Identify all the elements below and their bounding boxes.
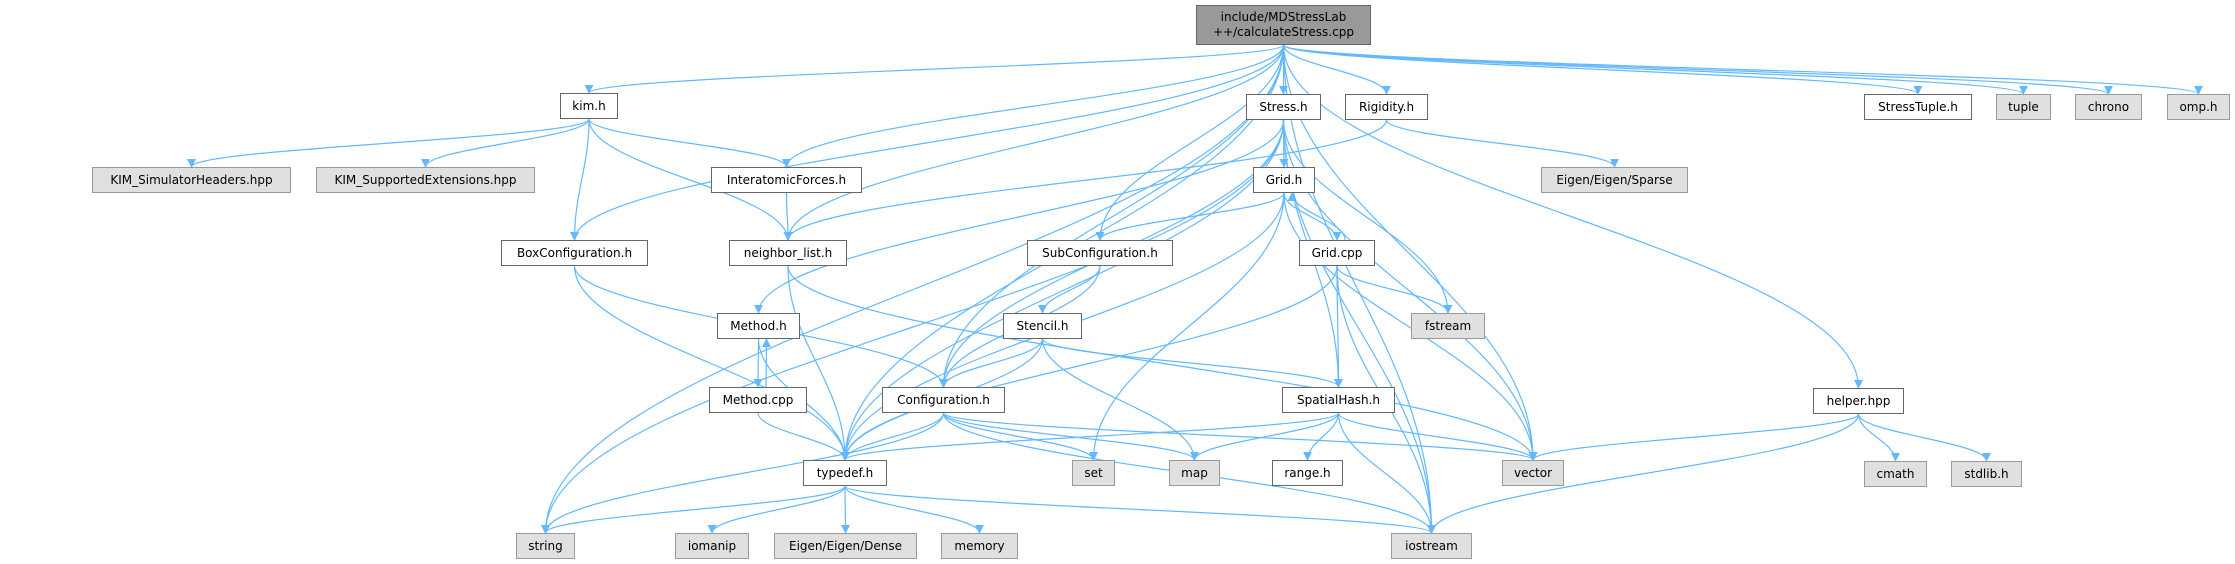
edge-main-to-omp bbox=[1282, 44, 2203, 95]
node-memory: memory bbox=[941, 533, 1018, 559]
node-iostream: iostream bbox=[1391, 533, 1472, 559]
node-chrono: chrono bbox=[2075, 94, 2142, 120]
edge-gridh-to-set bbox=[1089, 192, 1285, 461]
node-stress[interactable]: Stress.h bbox=[1246, 94, 1321, 120]
edge-gridh-to-vector bbox=[1283, 192, 1538, 461]
edge-gridcpp-to-fstream bbox=[1336, 265, 1453, 314]
node-spatialhash[interactable]: SpatialHash.h bbox=[1282, 387, 1395, 413]
node-interatomic[interactable]: InteratomicForces.h bbox=[711, 167, 862, 193]
node-main[interactable]: include/MDStressLab ++/calculateStress.c… bbox=[1196, 5, 1371, 45]
node-subconf[interactable]: SubConfiguration.h bbox=[1027, 240, 1173, 266]
edge-kim-to-boxconf bbox=[570, 118, 590, 241]
edge-neighbor-to-vector bbox=[787, 265, 1538, 461]
node-methodcpp[interactable]: Method.cpp bbox=[709, 387, 807, 413]
edge-main-to-subconf bbox=[1095, 44, 1285, 241]
edge-typedef-to-iostream bbox=[844, 485, 1436, 534]
node-vector: vector bbox=[1502, 460, 1564, 486]
edge-kim-to-interatomic bbox=[588, 118, 791, 168]
node-kimsim: KIM_SimulatorHeaders.hpp bbox=[92, 167, 291, 193]
edge-helper-to-stdlib bbox=[1857, 413, 1991, 462]
node-configuration[interactable]: Configuration.h bbox=[882, 387, 1005, 413]
edge-stress-to-fstream bbox=[1282, 119, 1453, 314]
edge-stress-to-string bbox=[541, 119, 1285, 534]
edge-stencil-to-map bbox=[1041, 338, 1199, 461]
edge-gridcpp-to-typedef bbox=[840, 265, 1338, 461]
edge-main-to-neighbor bbox=[783, 44, 1285, 241]
node-iomanip: iomanip bbox=[675, 533, 749, 559]
edge-spatialhash-to-vector bbox=[1337, 412, 1538, 461]
edge-typedef-to-dense bbox=[840, 485, 850, 534]
edge-gridh-to-subconf bbox=[1095, 192, 1285, 241]
edge-configuration-to-string bbox=[541, 412, 945, 534]
edge-gridcpp-to-gridh bbox=[1287, 192, 1346, 241]
node-stresstuple[interactable]: StressTuple.h bbox=[1864, 94, 1972, 120]
edge-methodcpp-to-typedef bbox=[757, 412, 850, 461]
edge-spatialhash-to-map bbox=[1190, 412, 1340, 461]
edge-neighbor-to-typedef bbox=[787, 265, 850, 461]
node-set: set bbox=[1072, 460, 1115, 486]
edge-stencil-to-spatialhash bbox=[1041, 338, 1343, 388]
node-neighbor[interactable]: neighbor_list.h bbox=[729, 240, 847, 266]
node-boxconf[interactable]: BoxConfiguration.h bbox=[501, 240, 648, 266]
edge-helper-to-vector bbox=[1528, 413, 1860, 461]
node-omp: omp.h bbox=[2167, 94, 2230, 120]
node-range[interactable]: range.h bbox=[1272, 460, 1343, 486]
edge-rigidity-to-neighbor bbox=[783, 119, 1388, 241]
edge-subconf-to-stencil bbox=[1038, 265, 1101, 314]
edge-kim-to-kimsim bbox=[187, 118, 590, 168]
edge-spatialhash-to-typedef bbox=[840, 412, 1340, 461]
edge-main-to-string bbox=[541, 44, 1285, 534]
edge-kim-to-neighbor bbox=[588, 118, 793, 241]
edge-main-to-iostream bbox=[1282, 44, 1436, 534]
node-fstream: fstream bbox=[1411, 313, 1485, 339]
edge-configuration-to-set bbox=[942, 412, 1098, 461]
edge-configuration-to-vector bbox=[942, 412, 1538, 461]
edge-stress-to-methodh bbox=[754, 119, 1285, 314]
edge-rigidity-to-sparse bbox=[1385, 119, 1619, 168]
edge-spatialhash-to-range bbox=[1303, 412, 1340, 461]
node-dense: Eigen/Eigen/Dense bbox=[774, 533, 917, 559]
node-map: map bbox=[1169, 460, 1220, 486]
edge-helper-to-iostream bbox=[1427, 413, 1860, 534]
edge-main-to-kim bbox=[584, 44, 1285, 94]
edge-configuration-to-typedef bbox=[840, 412, 945, 461]
node-stdlib: stdlib.h bbox=[1951, 461, 2022, 487]
node-stencil[interactable]: Stencil.h bbox=[1003, 313, 1082, 339]
edge-typedef-to-memory bbox=[844, 485, 984, 534]
edge-boxconf-to-typedef bbox=[573, 265, 850, 461]
node-rigidity[interactable]: Rigidity.h bbox=[1345, 94, 1428, 120]
edge-typedef-to-iomanip bbox=[707, 485, 846, 534]
edge-main-to-boxconf bbox=[570, 44, 1285, 241]
node-gridh[interactable]: Grid.h bbox=[1253, 167, 1315, 193]
edge-gridh-to-gridcpp bbox=[1283, 192, 1342, 241]
node-methodh[interactable]: Method.h bbox=[717, 313, 800, 339]
node-sparse: Eigen/Eigen/Sparse bbox=[1541, 167, 1688, 193]
edge-stencil-to-configuration bbox=[939, 338, 1044, 388]
edge-main-to-stresstuple bbox=[1282, 44, 1923, 95]
edge-main-to-tuple bbox=[1282, 44, 2028, 95]
node-tuple: tuple bbox=[1996, 94, 2051, 120]
node-kim[interactable]: kim.h bbox=[560, 93, 618, 119]
edge-main-to-interatomic bbox=[782, 44, 1285, 168]
edge-main-to-rigidity bbox=[1282, 44, 1391, 95]
node-cmath: cmath bbox=[1864, 461, 1927, 487]
edge-helper-to-cmath bbox=[1857, 413, 1900, 462]
edge-configuration-to-map bbox=[942, 412, 1199, 461]
node-helper[interactable]: helper.hpp bbox=[1813, 388, 1904, 414]
edge-kim-to-kimsup bbox=[421, 118, 590, 168]
node-kimsup: KIM_SupportedExtensions.hpp bbox=[316, 167, 535, 193]
edge-methodcpp-to-methodh bbox=[761, 338, 771, 388]
edge-interatomic-to-neighbor bbox=[783, 192, 793, 241]
node-string: string bbox=[516, 533, 575, 559]
edge-methodh-to-methodcpp bbox=[753, 338, 763, 388]
edge-gridcpp-to-spatialhash bbox=[1333, 265, 1343, 388]
edge-spatialhash-to-iostream bbox=[1337, 412, 1436, 534]
edge-typedef-to-string bbox=[541, 485, 846, 534]
node-gridcpp[interactable]: Grid.cpp bbox=[1299, 240, 1375, 266]
node-typedef[interactable]: typedef.h bbox=[803, 460, 887, 486]
